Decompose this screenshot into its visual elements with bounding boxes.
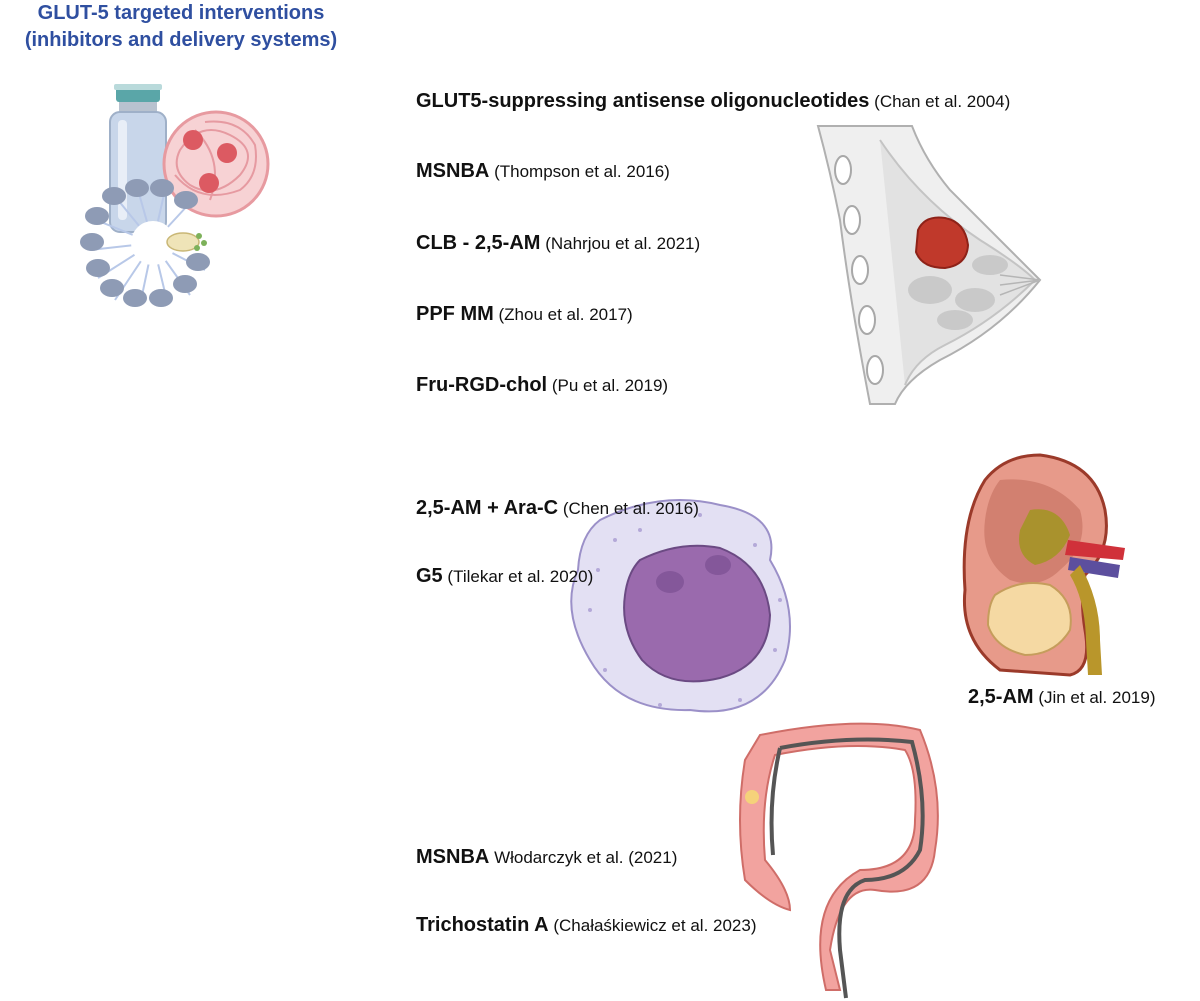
title-line-1: GLUT-5 targeted interventions (37, 2, 325, 24)
figure-title: GLUT-5 targeted interventions (inhibitor… (0, 0, 362, 54)
entry-name: 2,5-AM + Ara-C (416, 497, 559, 519)
entry-reference: (Jin et al. 2019) (1038, 688, 1156, 707)
entry-name: PPF MM (416, 303, 494, 325)
kidney-tumor-cross-section-icon (962, 453, 1125, 677)
breast-entry-4: PPF MM (Zhou et al. 2017) (416, 303, 633, 326)
blood-entry-1: 2,5-AM + Ara-C (Chen et al. 2016) (416, 497, 699, 520)
breast-entry-2: MSNBA (Thompson et al. 2016) (416, 160, 670, 183)
entry-reference: (Nahrjou et al. 2021) (545, 234, 701, 253)
title-line-2: (inhibitors and delivery systems) (24, 29, 338, 51)
entry-name: MSNBA (416, 160, 490, 182)
entry-reference: Włodarczyk et al. (2021) (494, 848, 678, 867)
kidney-entry-1: 2,5-AM (Jin et al. 2019) (968, 686, 1156, 709)
entry-reference: (Chan et al. 2004) (874, 92, 1011, 111)
entry-reference: (Pu et al. 2019) (551, 376, 669, 395)
colon-with-endoscope-icon (739, 722, 939, 999)
entry-reference: (Zhou et al. 2017) (498, 305, 633, 324)
entry-reference: (Tilekar et al. 2020) (447, 567, 594, 586)
entry-name: MSNBA (416, 846, 490, 868)
drug-vial-micelle-nanoparticle-icon (80, 84, 270, 307)
breast-tumor-cross-section-icon (816, 125, 1042, 405)
entry-name: CLB - 2,5-AM (416, 232, 541, 254)
entry-reference: (Chen et al. 2016) (562, 499, 699, 518)
leukemia-cell-icon (570, 499, 791, 713)
breast-entry-1: GLUT5-suppressing antisense oligonucleot… (416, 90, 1010, 113)
entry-name: GLUT5-suppressing antisense oligonucleot… (416, 90, 870, 112)
entry-name: Trichostatin A (416, 914, 549, 936)
breast-entry-3: CLB - 2,5-AM (Nahrjou et al. 2021) (416, 232, 700, 255)
blood-entry-2: G5 (Tilekar et al. 2020) (416, 565, 593, 588)
entry-name: 2,5-AM (968, 686, 1034, 708)
entry-name: Fru-RGD-chol (416, 374, 548, 396)
breast-entry-5: Fru-RGD-chol (Pu et al. 2019) (416, 374, 668, 397)
entry-reference: (Chałaśkiewicz et al. 2023) (553, 916, 757, 935)
entry-name: G5 (416, 565, 443, 587)
colon-entry-2: Trichostatin A (Chałaśkiewicz et al. 202… (416, 914, 757, 937)
colon-entry-1: MSNBA Włodarczyk et al. (2021) (416, 846, 677, 869)
entry-reference: (Thompson et al. 2016) (494, 162, 670, 181)
